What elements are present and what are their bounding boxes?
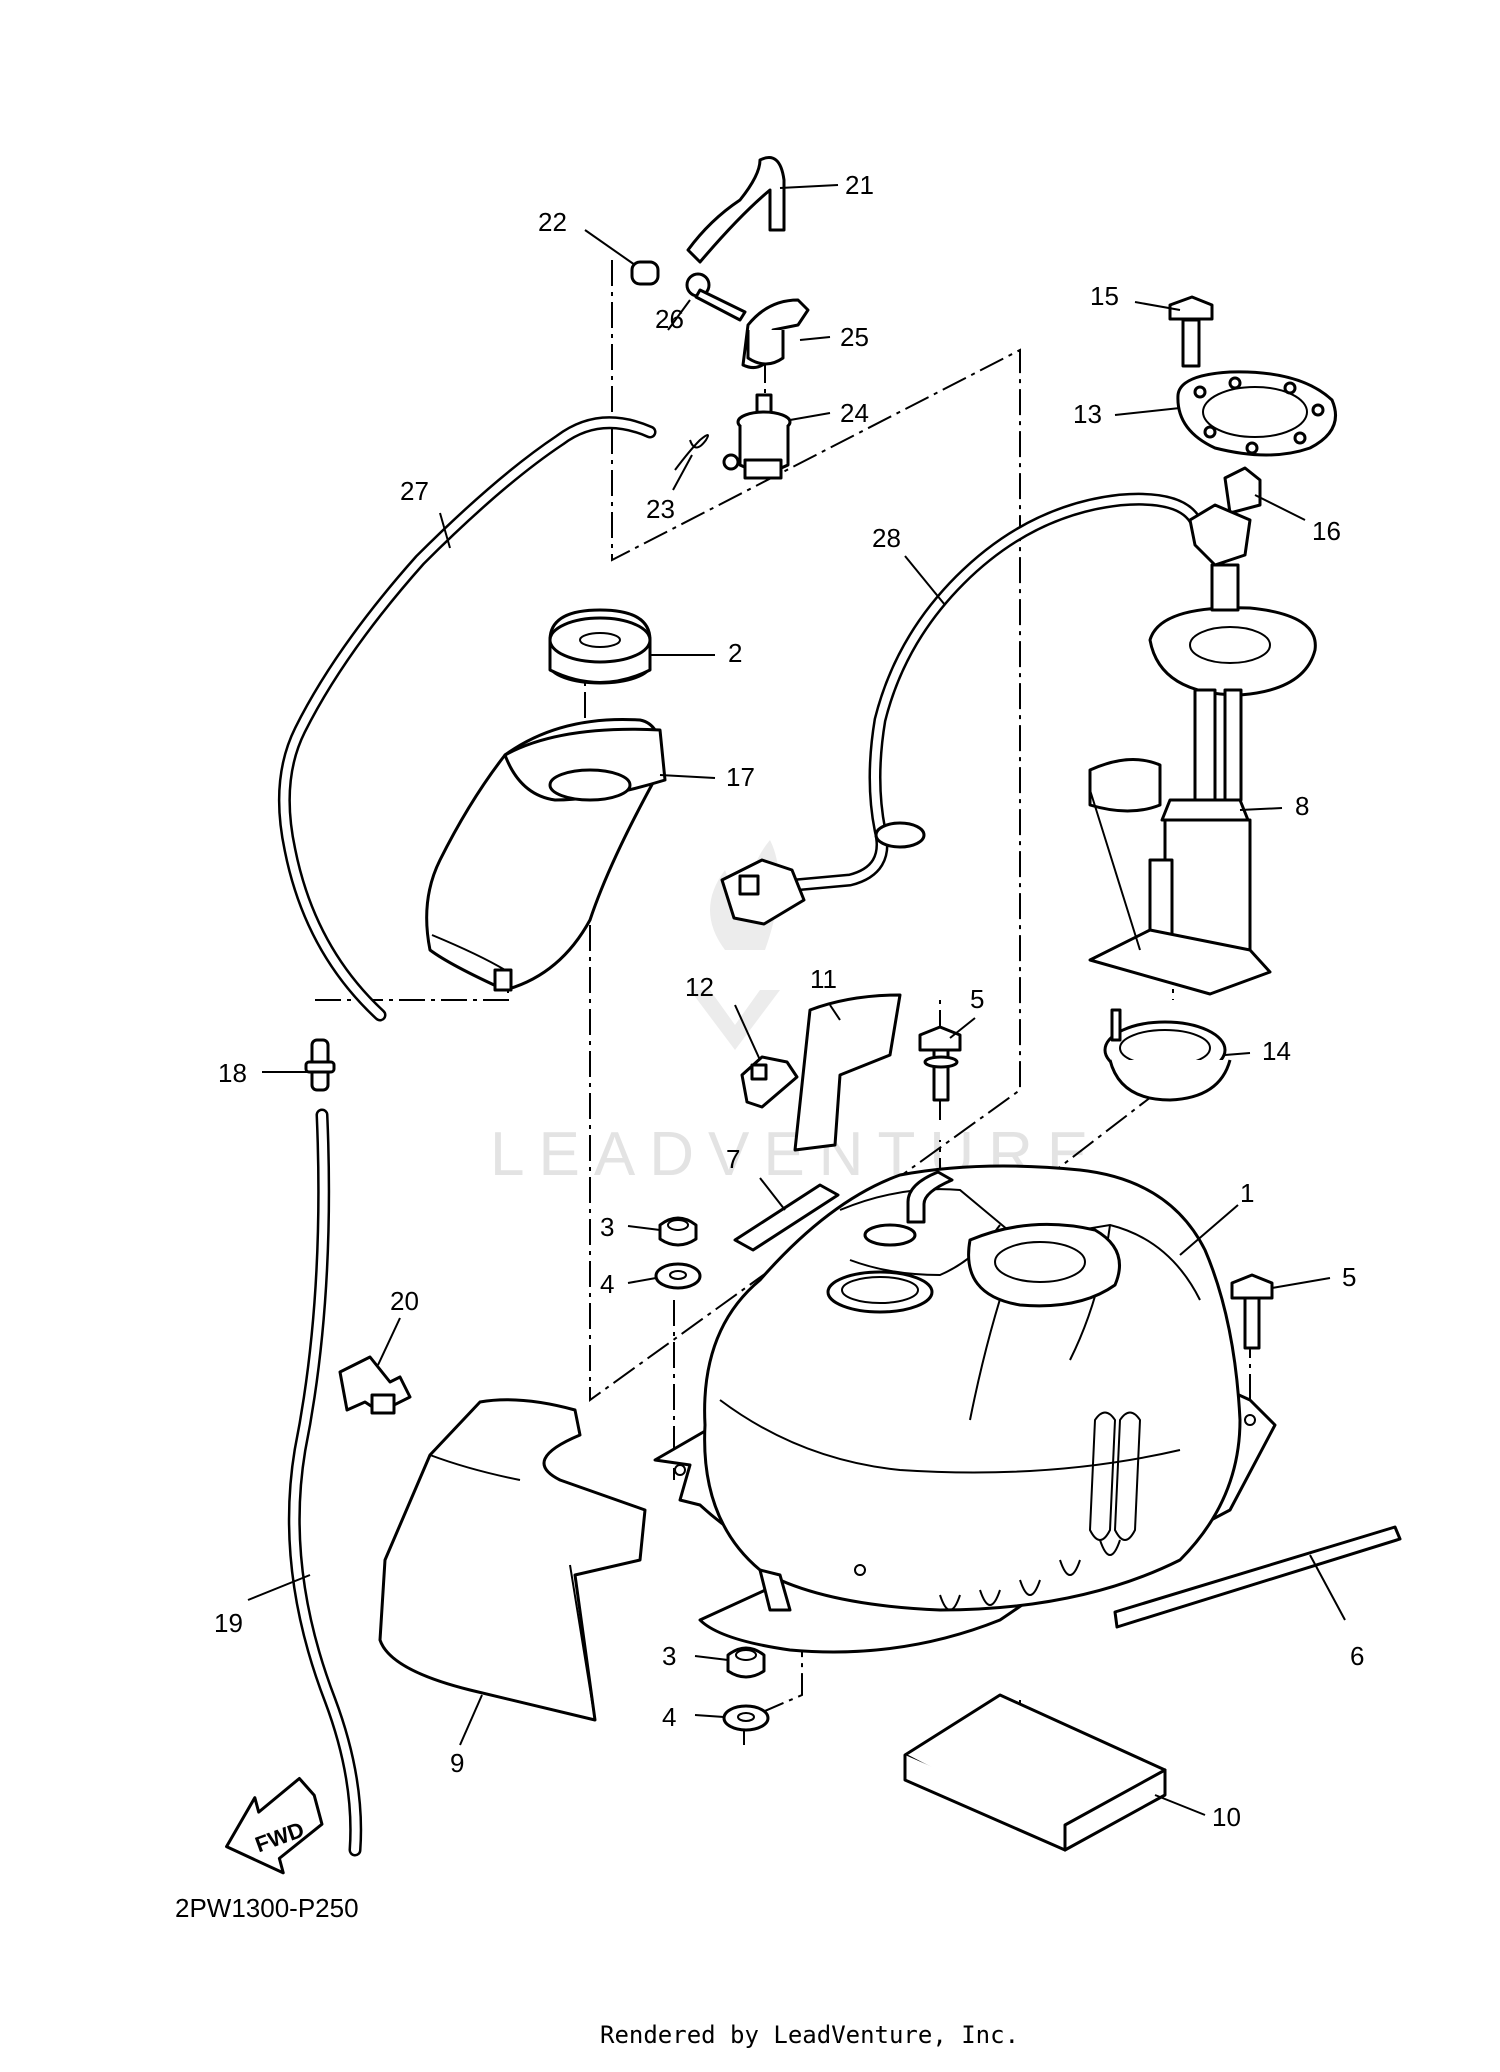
- part-23-clip: [674, 434, 709, 471]
- callout-11: 11: [810, 964, 837, 994]
- callout-26: 26: [655, 304, 684, 334]
- part-7-strip: [733, 1183, 840, 1252]
- part-3-nut-lower: [726, 1646, 766, 1679]
- callout-10: 10: [1212, 1802, 1241, 1832]
- part-22-cap: [630, 260, 660, 286]
- part-27-vent-hose: [277, 416, 657, 1022]
- fwd-arrow: FWD: [225, 1776, 324, 1875]
- part-9-shield: [378, 1398, 647, 1722]
- part-8-fuel-pump: [1088, 563, 1317, 996]
- callout-21: 21: [845, 170, 874, 200]
- part-14-ring: [1103, 1008, 1232, 1102]
- part-26-screw: [685, 272, 747, 322]
- part-5-bolt-right: [1230, 1273, 1274, 1350]
- callout-4a: 4: [600, 1269, 614, 1299]
- part-4-washer-upper: [654, 1262, 702, 1290]
- callout-23: 23: [646, 494, 675, 524]
- render-credit: Rendered by LeadVenture, Inc.: [600, 2021, 1019, 2049]
- part-11-damper: [793, 993, 902, 1152]
- callout-9: 9: [450, 1748, 464, 1778]
- callout-13: 13: [1073, 399, 1102, 429]
- callout-3b: 3: [662, 1641, 676, 1671]
- part-18-joint: [304, 1038, 336, 1092]
- callout-18: 18: [218, 1058, 247, 1088]
- callout-24: 24: [840, 398, 869, 428]
- part-1-fuel-tank: [653, 1164, 1277, 1654]
- part-3-nut-upper: [658, 1216, 698, 1247]
- callout-15: 15: [1090, 281, 1119, 311]
- part-5-bolt-upper: [918, 1025, 962, 1102]
- part-28-fuel-hose: [720, 492, 1252, 926]
- callout-20: 20: [390, 1286, 419, 1316]
- part-21-hose: [686, 156, 786, 264]
- callout-7: 7: [726, 1144, 740, 1174]
- callout-5b: 5: [1342, 1262, 1356, 1292]
- part-16-connector: [1223, 466, 1262, 515]
- part-25-holder: [741, 298, 810, 370]
- part-6-strip: [1113, 1525, 1402, 1629]
- callout-6: 6: [1350, 1641, 1364, 1671]
- part-4-washer-lower: [722, 1704, 770, 1732]
- callout-12: 12: [685, 972, 714, 1002]
- callout-8: 8: [1295, 791, 1309, 821]
- part-10-pad: [903, 1693, 1167, 1852]
- part-12-clip: [740, 1055, 799, 1109]
- callout-14: 14: [1262, 1036, 1291, 1066]
- callout-1: 1: [1240, 1178, 1254, 1208]
- part-17-cover: [425, 717, 667, 992]
- callout-5a: 5: [970, 984, 984, 1014]
- callout-16: 16: [1312, 516, 1341, 546]
- part-2-cap: [548, 608, 652, 685]
- callout-28: 28: [872, 523, 901, 553]
- callout-25: 25: [840, 322, 869, 352]
- diagram-code: 2PW1300-P250: [175, 1893, 359, 1923]
- part-13-pump-plate: [1176, 370, 1337, 457]
- callout-22: 22: [538, 207, 567, 237]
- part-24-check-valve: [722, 393, 792, 480]
- callout-19: 19: [214, 1608, 243, 1638]
- callout-27: 27: [400, 476, 429, 506]
- part-20-clamp: [338, 1355, 412, 1415]
- callout-3a: 3: [600, 1212, 614, 1242]
- callout-4b: 4: [662, 1702, 676, 1732]
- part-15-bolt: [1168, 295, 1214, 368]
- part-19-drain-hose: [287, 1108, 363, 1857]
- leader-lines: [247, 184, 1346, 1816]
- callouts: 1 2 3 3 4 4 5 5 6 7 8 9 10 11 12 13 14 1…: [214, 170, 1364, 1832]
- callout-17: 17: [726, 762, 755, 792]
- callout-2: 2: [728, 638, 742, 668]
